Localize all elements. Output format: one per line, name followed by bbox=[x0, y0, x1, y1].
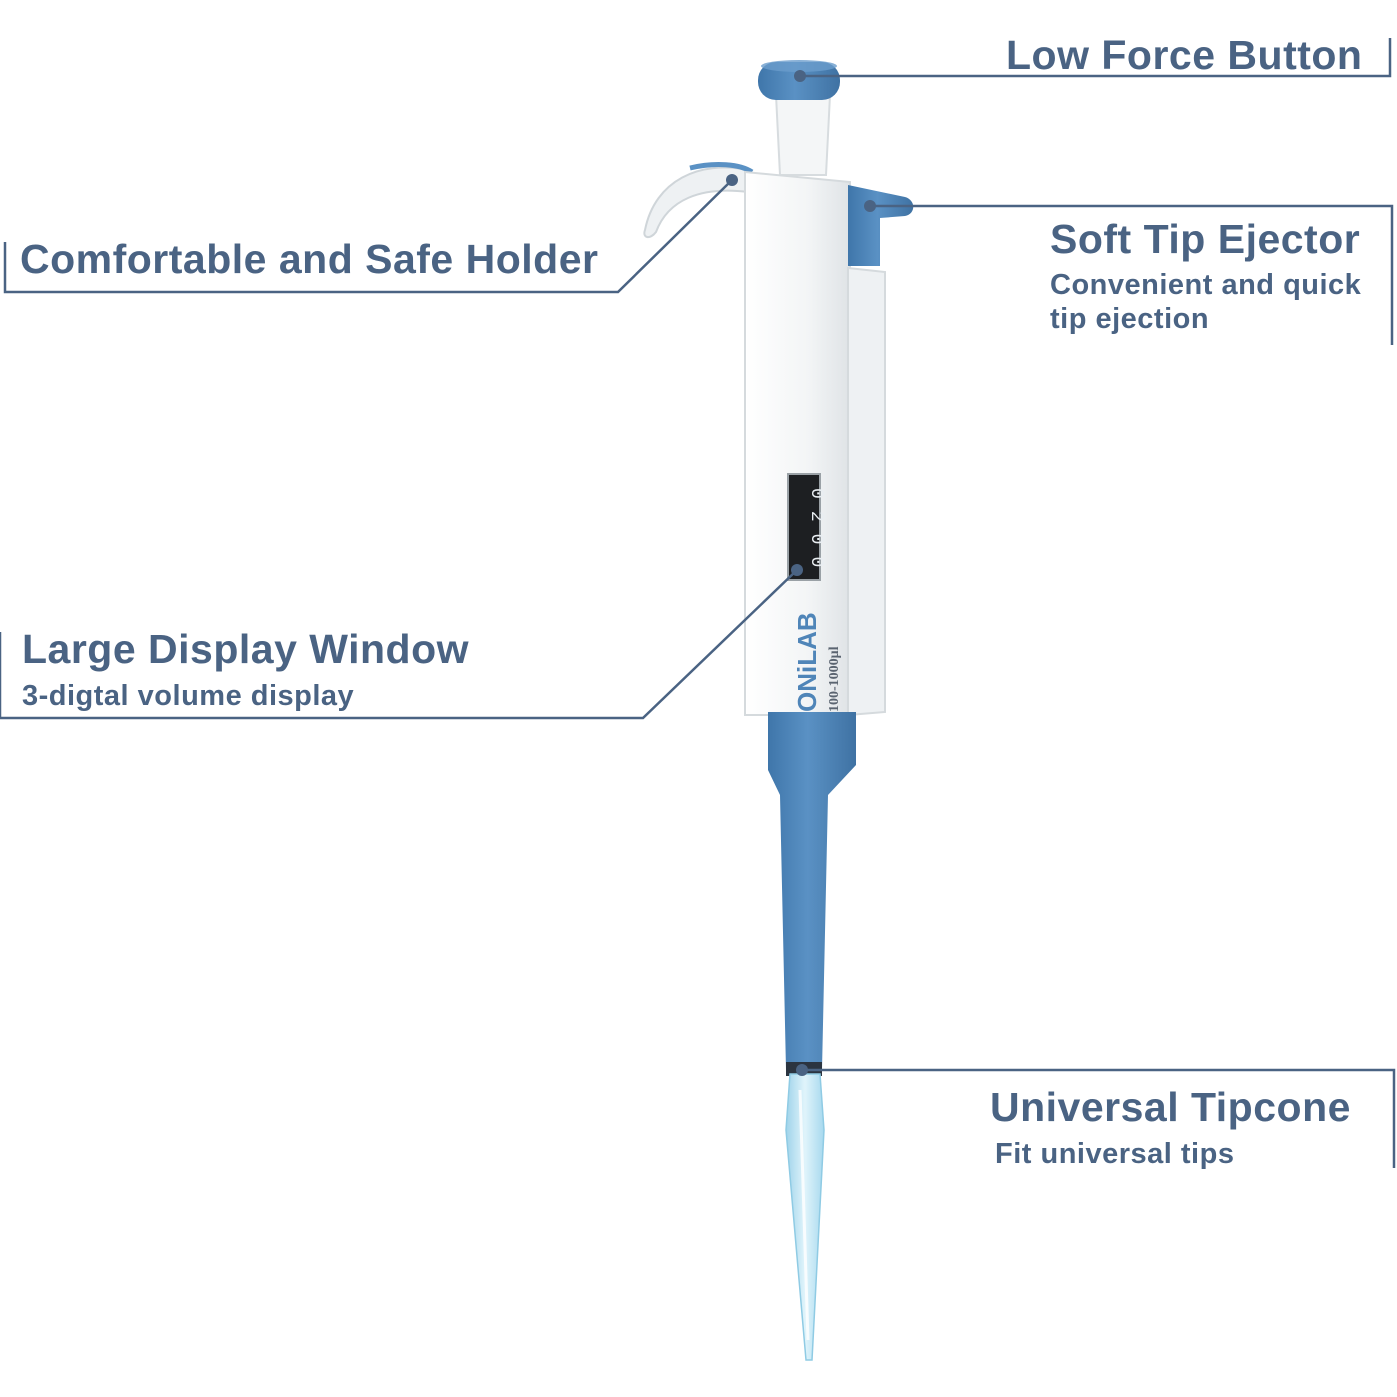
leader-ejector bbox=[870, 204, 1394, 345]
tip-ejector bbox=[848, 185, 914, 266]
holder-title: Comfortable and Safe Holder bbox=[20, 236, 599, 282]
tipcone-title: Universal Tipcone bbox=[990, 1084, 1351, 1130]
leader-holder bbox=[3, 179, 733, 294]
pipette-tip bbox=[785, 1073, 825, 1361]
pipette-body bbox=[744, 170, 886, 717]
brand-logo: ONiLAB bbox=[792, 612, 822, 712]
ejector-title: Soft Tip Ejector bbox=[1050, 216, 1361, 262]
leader-dots bbox=[726, 70, 876, 1076]
leader-lines bbox=[0, 38, 1396, 1168]
display-digits: 0200 bbox=[806, 488, 826, 579]
volume-range: 100-1000μl bbox=[827, 646, 842, 712]
plunger bbox=[774, 94, 832, 176]
tipcone-subtitle: Fit universal tips bbox=[995, 1138, 1235, 1170]
ejector-subtitle-line1: Convenient and quick bbox=[1050, 269, 1362, 301]
ejector-subtitle-line2: tip ejection bbox=[1050, 303, 1210, 335]
display-window bbox=[787, 473, 821, 581]
finger-holder bbox=[643, 162, 754, 238]
display-title: Large Display Window bbox=[22, 626, 470, 672]
leader-tipcone bbox=[802, 1068, 1396, 1168]
low-force-button-title: Low Force Button bbox=[1006, 32, 1363, 78]
leader-low-force bbox=[800, 38, 1392, 78]
display-subtitle: 3-digtal volume display bbox=[22, 680, 355, 712]
pipette-shaft bbox=[768, 712, 856, 1076]
leader-display bbox=[0, 569, 798, 720]
